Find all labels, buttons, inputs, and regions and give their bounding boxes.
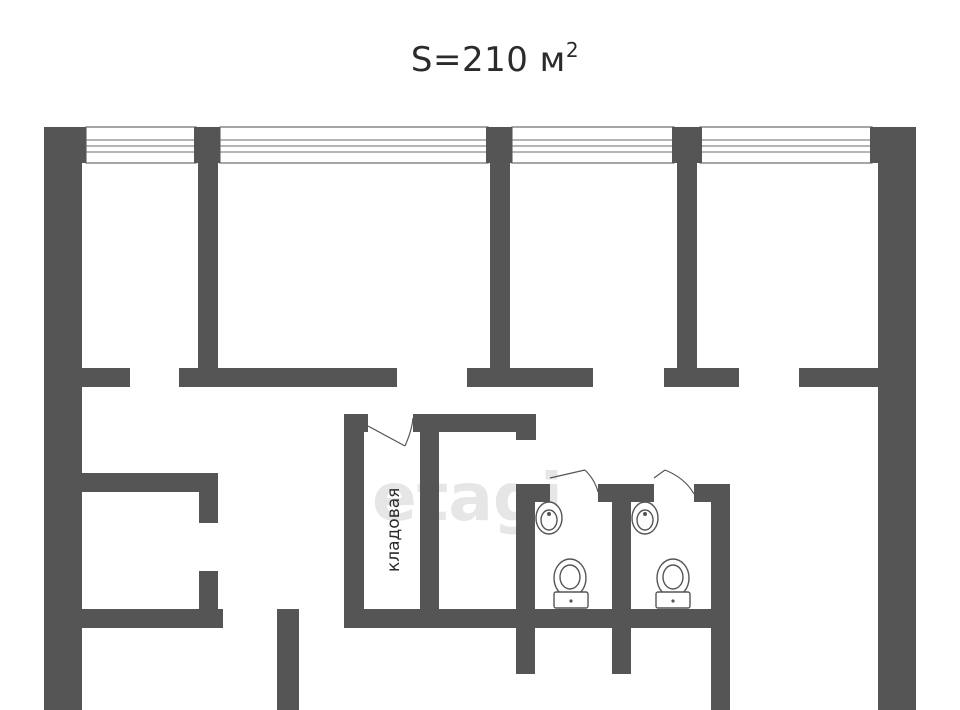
pier-3 [486, 127, 512, 163]
doors [367, 417, 695, 495]
wc1-top-left [516, 484, 550, 502]
left-room-top-wall [82, 473, 218, 492]
wc2-right-wall [711, 484, 730, 710]
storage-top-stub [516, 414, 536, 440]
storage-top-left [344, 414, 368, 432]
storage-right-wall [420, 414, 439, 628]
partition-1 [198, 160, 218, 370]
storage-door [367, 417, 414, 447]
corridor-wall-2 [179, 368, 397, 387]
wc2-sink [631, 501, 659, 535]
window-3 [511, 126, 675, 164]
wc1-sink [535, 501, 563, 535]
outer-wall-right [878, 127, 916, 710]
left-room-right-wall-upper [199, 473, 218, 523]
bottom-stub-wall [277, 609, 299, 710]
area-title: S=210 м2 [0, 38, 960, 80]
wc1-left-wall [516, 484, 535, 674]
corridor-wall-4 [664, 368, 739, 387]
partition-2 [490, 160, 510, 370]
windows [85, 126, 873, 164]
window-1 [85, 126, 197, 164]
wc2-toilet [655, 558, 691, 609]
wc2-door [653, 469, 695, 495]
wc-bottom-wall [344, 609, 730, 628]
pier-5 [870, 127, 916, 163]
pier-2 [194, 127, 220, 163]
walls [44, 127, 916, 710]
outer-wall-left [44, 127, 82, 710]
window-2 [219, 126, 489, 164]
window-4 [699, 126, 873, 164]
storage-room-label: кладовая [384, 488, 404, 572]
corridor-wall-3 [467, 368, 593, 387]
pier-1 [44, 127, 86, 163]
storage-left-wall [344, 414, 364, 628]
corridor-wall-5 [799, 368, 878, 387]
storage-top-right [413, 414, 536, 432]
wc-divider [612, 484, 631, 674]
area-value: S=210 м [410, 40, 566, 80]
corridor-wall-1 [82, 368, 130, 387]
left-room-bottom-wall [82, 609, 223, 628]
wc1-toilet [553, 558, 589, 609]
pier-4 [672, 127, 702, 163]
partition-3 [677, 160, 697, 370]
wc1-door [549, 469, 599, 493]
area-unit-superscript: 2 [565, 38, 580, 62]
